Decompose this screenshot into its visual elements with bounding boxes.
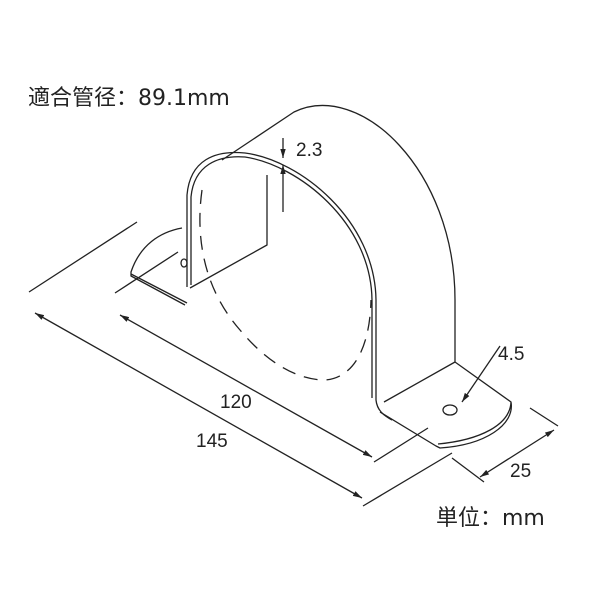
pipe-diameter-label: 適合管径：89.1mm bbox=[28, 86, 230, 111]
left-flange bbox=[130, 227, 188, 306]
dim-25-line bbox=[479, 429, 555, 478]
left-flange-hole bbox=[180, 258, 188, 268]
inner-length-label: 120 bbox=[220, 392, 252, 413]
hole-label: 4.5 bbox=[498, 344, 525, 365]
dim-120-line bbox=[119, 314, 373, 458]
dim-145-line bbox=[34, 312, 363, 499]
unit-label: 単位：mm bbox=[436, 506, 545, 531]
right-flange-hole bbox=[442, 404, 458, 416]
clamp-outer-arch bbox=[221, 104, 456, 355]
clamp-back-panel bbox=[189, 175, 268, 289]
right-flange bbox=[379, 355, 512, 449]
pipe-outline-dashed bbox=[199, 189, 372, 381]
total-length-label: 145 bbox=[196, 431, 228, 452]
width-label: 25 bbox=[510, 461, 532, 482]
clamp-front-arch bbox=[186, 151, 393, 421]
thickness-label: 2.3 bbox=[296, 140, 323, 161]
dim-4.5-leader bbox=[461, 345, 501, 403]
